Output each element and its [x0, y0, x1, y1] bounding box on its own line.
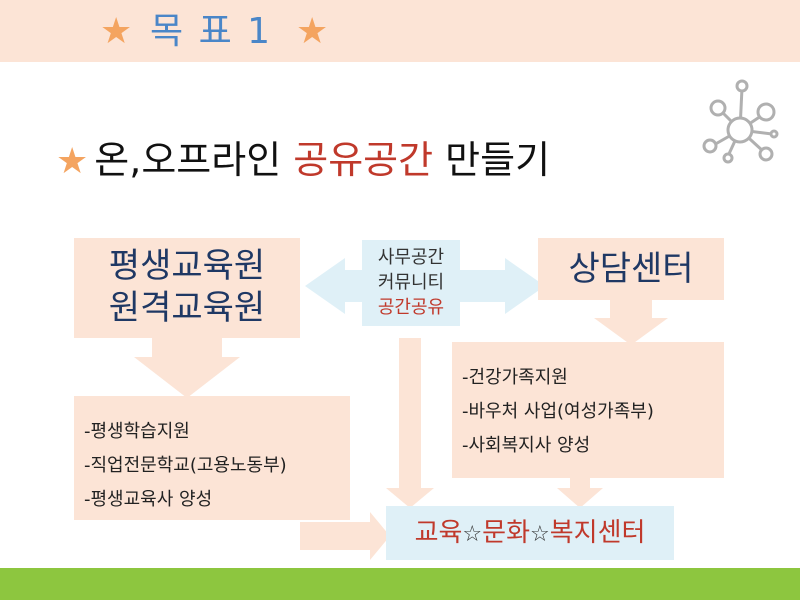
arrow-right-bottom — [300, 512, 390, 560]
arrow-down-center — [386, 338, 434, 508]
outline-star-icon: ☆ — [530, 522, 550, 547]
left-list-item: -직업전문학교(고용노동부) — [84, 455, 287, 476]
network-molecule-icon — [702, 79, 779, 164]
right-list-item: -바우처 사업(여성가족부) — [462, 401, 654, 422]
header-star-right-icon: ★ — [296, 11, 329, 52]
right-box: 상담센터 — [538, 238, 724, 300]
bottom-box: 교육☆문화☆복지센터 — [386, 506, 674, 560]
center-box-line2: 커뮤니티 — [377, 272, 445, 293]
header-title-text: 목 표 1 — [150, 11, 273, 52]
center-box-line1: 사무공간 — [377, 247, 445, 268]
center-box-line3: 공간공유 — [377, 297, 445, 318]
subtitle-star-icon: ★ — [56, 141, 89, 182]
right-list-box: -건강가족지원 -바우처 사업(여성가족부) -사회복지사 양성 — [452, 342, 724, 478]
arrow-down-right-list — [557, 478, 603, 508]
subtitle-part2: 만들기 — [433, 138, 551, 182]
outline-star-icon: ☆ — [462, 522, 483, 547]
right-list-item: -건강가족지원 — [462, 367, 568, 388]
header-star-left-icon: ★ — [100, 11, 133, 52]
header-title: ★ 목 표 1 ★ — [0, 8, 800, 56]
left-box-line2: 원격교육원 — [108, 288, 266, 328]
arrow-down-left — [134, 338, 240, 398]
bottom-box-text: 교육☆문화☆복지센터 — [386, 514, 674, 554]
left-list-item: -평생교육사 양성 — [84, 489, 213, 510]
subtitle-part1: 온,오프라인 — [94, 138, 294, 182]
footer-band — [0, 568, 800, 600]
subtitle-highlight: 공유공간 — [293, 138, 434, 182]
bottom-box-part2: 문화 — [482, 518, 530, 548]
bottom-box-part3: 복지센터 — [549, 518, 646, 548]
right-list-item: -사회복지사 양성 — [462, 435, 591, 456]
left-list-item: -평생학습지원 — [84, 421, 190, 442]
right-box-line1: 상담센터 — [568, 249, 694, 289]
header-band — [0, 0, 800, 62]
left-box-line1: 평생교육원 — [108, 246, 266, 286]
page-subtitle: ★온,오프라인 공유공간 만들기 — [56, 130, 550, 190]
left-box: 평생교육원 원격교육원 — [74, 238, 300, 338]
arrow-down-right — [594, 300, 668, 345]
bottom-box-part1: 교육 — [414, 518, 463, 548]
left-list-box: -평생학습지원 -직업전문학교(고용노동부) -평생교육사 양성 — [74, 396, 350, 520]
center-box: 사무공간 커뮤니티 공간공유 — [362, 240, 460, 326]
